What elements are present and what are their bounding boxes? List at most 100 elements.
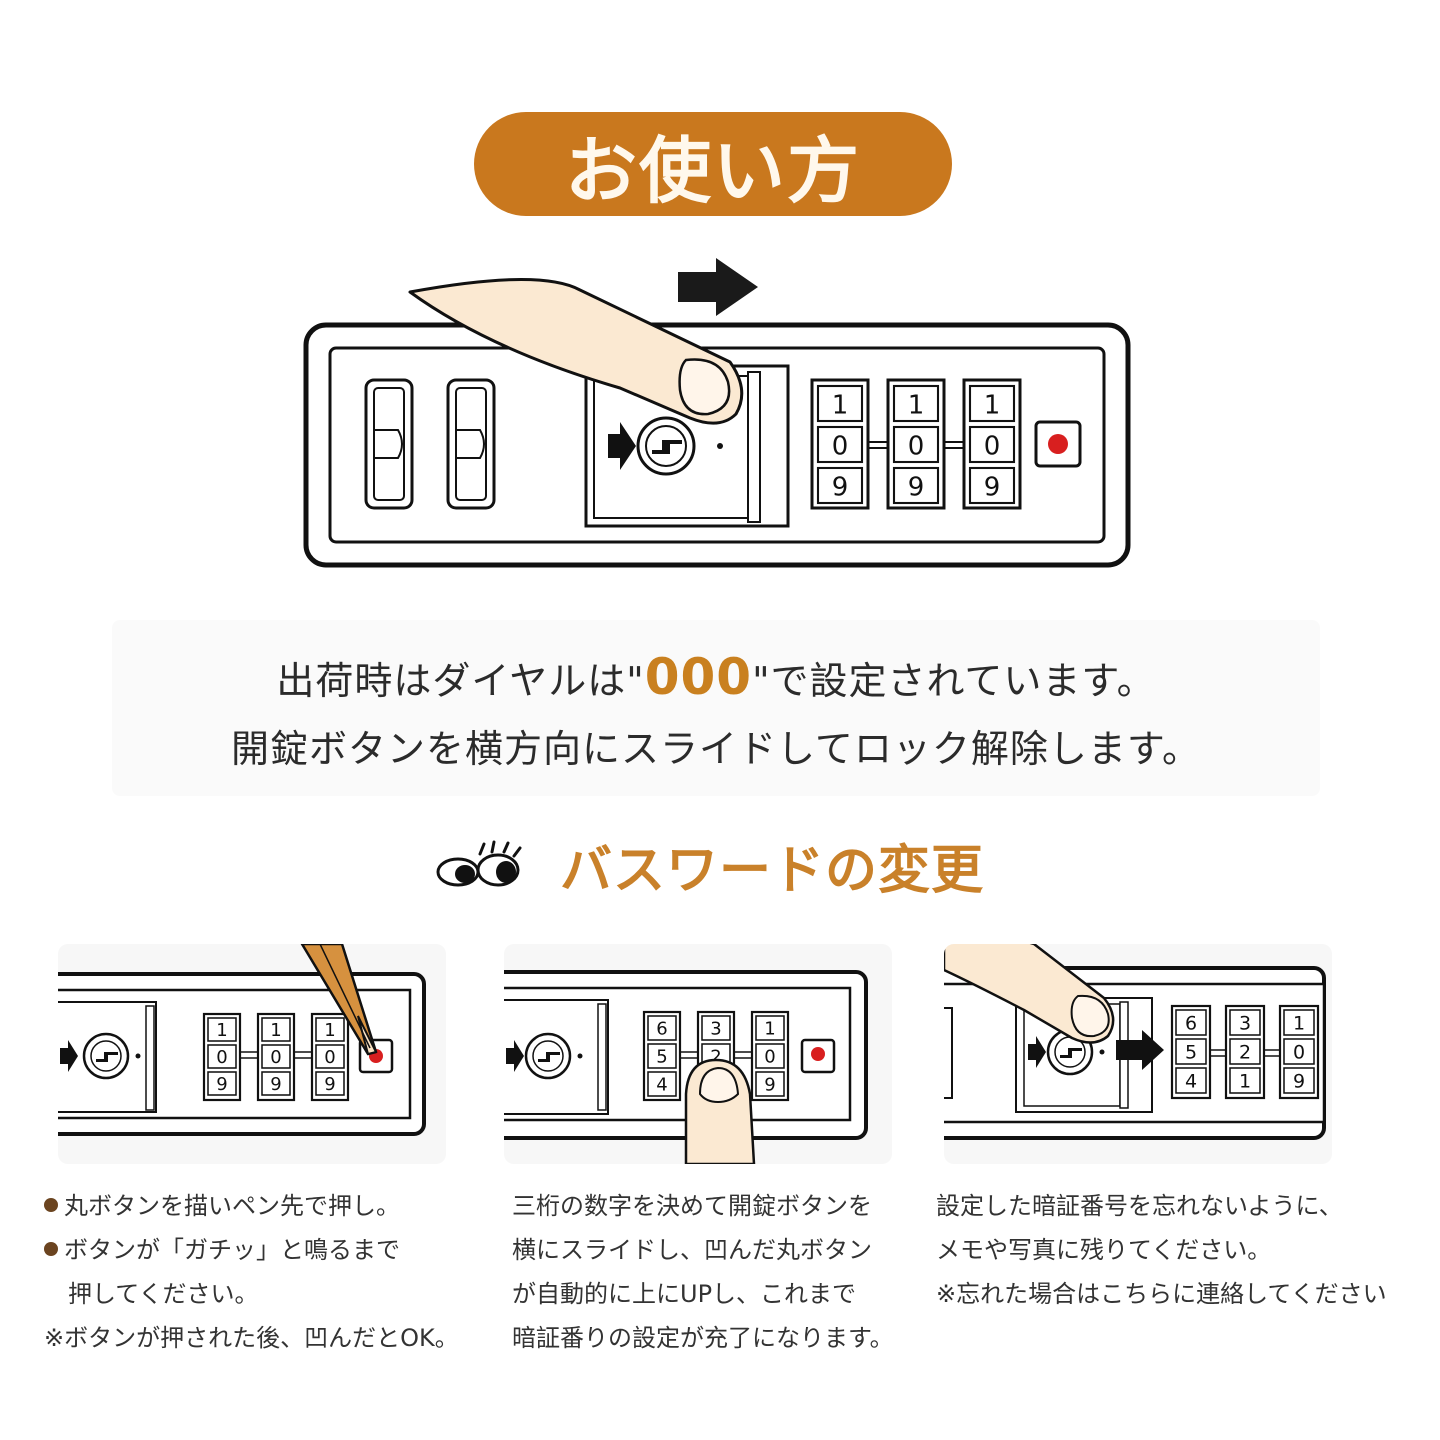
dial-digit: 6 <box>656 1019 667 1040</box>
dial-digit: 0 <box>324 1047 335 1068</box>
step-2-caption: 三桁の数字を決めて開錠ボタンを 横にスライドし、凹んだ丸ボタン が自動的に上にU… <box>512 1184 894 1360</box>
dial-wheel: 1 0 9 <box>256 1012 296 1102</box>
default-code: 000 <box>644 648 753 706</box>
dial-digit: 9 <box>908 472 925 502</box>
dial-digit: 4 <box>1185 1071 1197 1093</box>
dial-wheel: 109 <box>750 1010 790 1102</box>
dial-digit-box <box>892 384 940 423</box>
dial-digit: 1 <box>270 1020 281 1041</box>
dial-digit-box <box>207 1071 237 1096</box>
reset-button <box>1034 420 1082 468</box>
dial-digit-box <box>261 1017 291 1042</box>
dial-digit-box <box>207 1044 237 1069</box>
dial-digit-box <box>1175 1038 1207 1065</box>
dial-digit: 9 <box>324 1074 335 1095</box>
dial-digit-box <box>261 1044 291 1069</box>
section-title: バスワードの変更 <box>560 840 985 901</box>
title-badge: お使い方 <box>474 112 952 216</box>
dial-digit: 0 <box>984 431 1001 461</box>
dial-digit: 1 <box>1293 1013 1305 1035</box>
dial-digit-box <box>816 466 864 505</box>
dial-digit: 6 <box>1185 1013 1197 1035</box>
dial-digit: 0 <box>216 1047 227 1068</box>
dial-digit: 1 <box>216 1020 227 1041</box>
caption-text: ボタンが「ガチッ」と鳴るまで <box>64 1236 400 1264</box>
finger-icon <box>408 278 744 425</box>
dial-digit-box <box>755 1071 785 1097</box>
dial-digit: 0 <box>832 431 849 461</box>
dial-digit: 1 <box>1239 1071 1251 1093</box>
dial-digit-box <box>968 425 1016 464</box>
dial-digit-box <box>647 1015 677 1041</box>
caption-text: 丸ボタンを描いペン先で押し。 <box>64 1192 400 1220</box>
dial-digit: 3 <box>1239 1013 1251 1035</box>
step-1-caption: 丸ボタンを描いペン先で押し。 ボタンが「ガチッ」と鳴るまで 押してください。 ※… <box>44 1184 459 1360</box>
eyes-icon <box>436 840 522 887</box>
caption-line: メモや写真に残りてください。 <box>936 1236 1272 1264</box>
caption-line: 設定した暗証番号を忘れないように、 <box>936 1192 1343 1220</box>
dial-digit: 9 <box>984 472 1001 502</box>
dial-digit-box <box>1283 1067 1315 1094</box>
dial-digit-box <box>816 425 864 464</box>
caption-line: 押してください。 <box>68 1280 259 1308</box>
dial-wheel: 1 0 9 <box>962 378 1022 510</box>
dial-digit: 9 <box>832 472 849 502</box>
dial-wheel: 109 <box>810 378 870 510</box>
caption-line: 横にスライドし、凹んだ丸ボタン <box>512 1236 872 1264</box>
dial-digit-box <box>816 384 864 423</box>
finger-icon <box>944 944 1115 1044</box>
dial-digit-box <box>892 466 940 505</box>
dial-wheel: 109 <box>310 1012 350 1102</box>
caption-line: ボタンが「ガチッ」と鳴るまで <box>44 1228 459 1272</box>
dial-digit-box <box>261 1071 291 1096</box>
notice-line-2: 開錠ボタンを横方向にスライドしてロック解除します。 <box>230 727 1202 771</box>
notice-line-1: 出荷時はダイヤルは"000"で設定されています。 <box>112 648 1320 706</box>
arrow-right-icon <box>1116 1030 1164 1070</box>
dial-digit-box <box>315 1071 345 1096</box>
keyhole-icon <box>608 416 723 476</box>
dial-wheel: 1 0 9 <box>886 378 946 510</box>
notice-line-1-text-b: "で設定されています。 <box>752 659 1156 703</box>
dial-digit-box <box>1229 1067 1261 1094</box>
dial-digit-box <box>1229 1009 1261 1036</box>
dial-wheel: 3 2 1 <box>1224 1004 1266 1100</box>
dial-digit: 1 <box>984 390 1001 420</box>
arrow-right-icon <box>678 258 758 316</box>
dial-digit-box <box>1175 1067 1207 1094</box>
dial-digit-box <box>701 1015 731 1041</box>
dial-digit-box <box>647 1043 677 1069</box>
step-3-caption: 設定した暗証番号を忘れないように、 メモや写真に残りてください。 ※忘れた場合は… <box>936 1184 1387 1316</box>
caption-line: 三桁の数字を決めて開錠ボタンを <box>512 1192 872 1220</box>
dial-digit: 4 <box>656 1075 667 1096</box>
caption-line: 丸ボタンを描いペン先で押し。 <box>44 1184 459 1228</box>
dial-digit: 3 <box>710 1019 721 1040</box>
dial-digit-box <box>968 466 1016 505</box>
dial-digit: 1 <box>908 390 925 420</box>
caption-line: ※忘れた場合はこちらに連絡してください <box>936 1280 1387 1308</box>
dial-digit: 2 <box>1239 1042 1251 1064</box>
dial-digit: 0 <box>764 1047 775 1068</box>
dial-digit-box <box>1283 1038 1315 1065</box>
dial-digit-box <box>755 1015 785 1041</box>
caption-line: が自動的に上にUPし、これまで <box>512 1280 857 1308</box>
dial-digit-box <box>1175 1009 1207 1036</box>
dial-digit: 5 <box>1185 1042 1197 1064</box>
dial-digit: 0 <box>908 431 925 461</box>
dial-wheel: 6 5 4 <box>1170 1004 1212 1100</box>
section-header: バスワードの変更 <box>436 830 1036 901</box>
dial-wheel: 109 <box>202 1012 242 1102</box>
dial-digit-box <box>647 1071 677 1097</box>
dial-digit-box <box>1229 1038 1261 1065</box>
finger-icon <box>684 1058 756 1164</box>
dial-digit: 0 <box>1293 1042 1305 1064</box>
dial-digit: 9 <box>270 1074 281 1095</box>
bullet-icon <box>44 1242 58 1256</box>
dial-digit: 0 <box>270 1047 281 1068</box>
notice-box <box>112 620 1320 796</box>
dial-wheel: 109 <box>1278 1004 1320 1100</box>
